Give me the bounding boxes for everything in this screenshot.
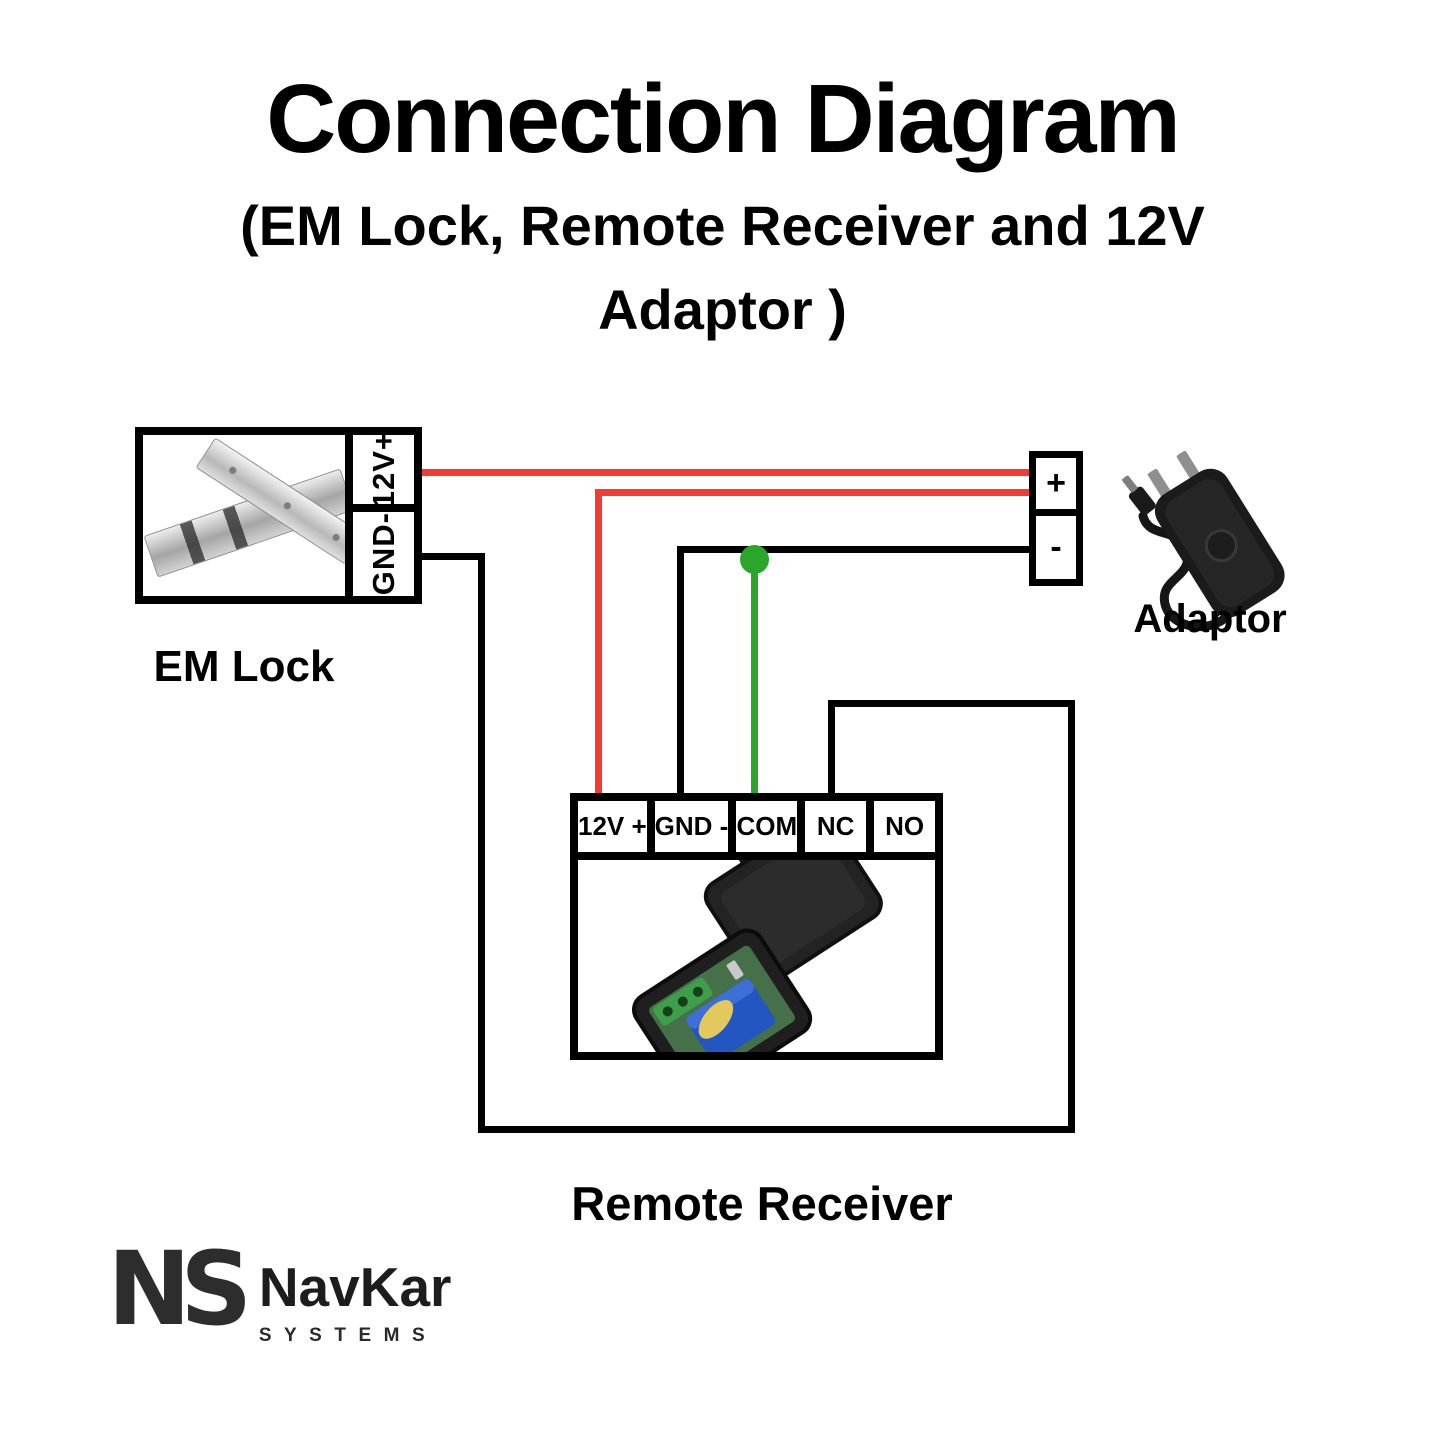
adaptor-terminal-plus: + — [1036, 458, 1076, 516]
em-lock-label: EM Lock — [153, 642, 335, 691]
adaptor-image — [1122, 450, 1285, 632]
em-lock-terminal-gnd-label: GND- — [365, 512, 401, 596]
subtitle-line-1: (EM Lock, Remote Receiver and 12V — [240, 194, 1205, 257]
wire-black-adaptor-minus-horizontal — [677, 546, 1031, 553]
wire-black-gnd-stub — [420, 553, 485, 560]
wire-green-com — [751, 550, 758, 793]
adaptor-body — [1147, 450, 1285, 618]
em-lock-box: 12V+ GND- — [135, 427, 422, 604]
receiver-terminal-gnd: GND - — [654, 801, 737, 852]
adaptor-cable — [1138, 511, 1234, 632]
receiver-module-drawing — [631, 860, 883, 1052]
page-subtitle: (EM Lock, Remote Receiver and 12V Adapto… — [0, 184, 1445, 352]
navkar-name: NavKar — [258, 1256, 452, 1318]
adaptor-dc-plug — [1122, 475, 1156, 516]
navkar-monogram: NS — [107, 1230, 252, 1349]
wire-red-emlock-to-adaptor — [420, 469, 1031, 476]
em-lock-terminal-12v-label: 12V+ — [365, 430, 401, 509]
navkar-logo: NS NavKar SYSTEMS — [106, 1230, 452, 1349]
wire-black-adaptor-minus-vertical — [677, 546, 684, 793]
remote-receiver-box: 12V + GND - COM NC NO — [570, 793, 943, 1060]
adaptor-terminal-minus: - — [1036, 516, 1076, 579]
remote-receiver-label: Remote Receiver — [571, 1177, 953, 1230]
receiver-terminal-com: COM — [736, 801, 806, 852]
wire-black-gnd-right-vertical — [1068, 700, 1075, 1133]
em-lock-terminal-strip: 12V+ GND- — [345, 431, 414, 596]
navkar-tagline: SYSTEMS — [258, 1325, 438, 1346]
em-lock-terminal-12v: 12V+ — [353, 431, 414, 512]
wire-red-adaptor-to-receiver-horizontal — [595, 489, 1031, 496]
wire-junction-dot — [740, 545, 769, 574]
subtitle-line-2: Adaptor ) — [598, 278, 847, 341]
page-title: Connection Diagram — [266, 64, 1181, 173]
adaptor-terminal-box: + - — [1029, 451, 1083, 586]
receiver-terminal-no: NO — [874, 801, 936, 852]
receiver-terminal-nc: NC — [805, 801, 875, 852]
wire-black-nc-drop — [828, 700, 835, 793]
receiver-terminal-12v: 12V + — [578, 801, 655, 852]
wire-black-gnd-left-vertical — [478, 553, 485, 1133]
em-lock-image — [143, 435, 345, 596]
em-lock-terminal-gnd: GND- — [353, 512, 414, 596]
wire-red-adaptor-to-receiver-vertical — [595, 489, 602, 793]
wire-black-gnd-bottom-horizontal — [478, 1126, 1075, 1133]
receiver-terminal-strip: 12V + GND - COM NC NO — [578, 801, 936, 860]
wire-black-nc-horizontal — [828, 700, 1075, 707]
navkar-logo-text: NavKar SYSTEMS — [259, 1260, 452, 1347]
receiver-image — [578, 860, 935, 1052]
adaptor-label: Adaptor — [1133, 597, 1287, 641]
